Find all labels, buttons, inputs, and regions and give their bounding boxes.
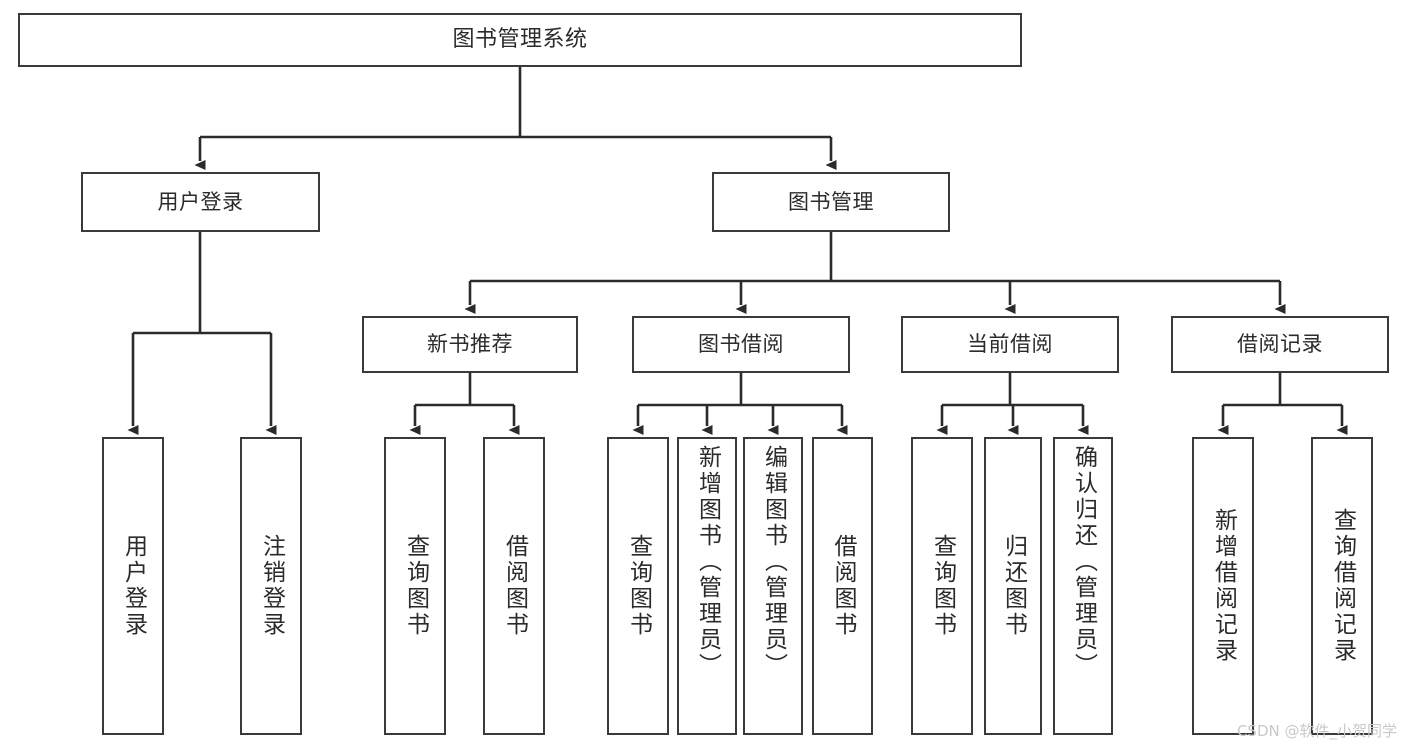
node-borrow-record-label: 借阅记录	[1237, 332, 1323, 357]
node-leaf-add-book-admin-label: 新增图书（管理员）	[694, 445, 721, 679]
node-user-login[interactable]: 用户登录	[81, 172, 320, 232]
node-book-manage[interactable]: 图书管理	[712, 172, 950, 232]
node-leaf-edit-book-admin-label: 编辑图书（管理员）	[760, 445, 787, 679]
node-leaf-query-book-borrow-label: 查询图书	[625, 534, 652, 638]
node-current-borrow[interactable]: 当前借阅	[901, 316, 1119, 373]
node-leaf-add-borrow-record[interactable]: 新增借阅记录	[1192, 437, 1254, 735]
node-leaf-borrow-book-label: 借阅图书	[830, 534, 856, 638]
node-leaf-edit-book-admin[interactable]: 编辑图书（管理员）	[743, 437, 803, 735]
node-user-login-label: 用户登录	[157, 189, 244, 214]
node-leaf-borrow-book-rec-label: 借阅图书	[501, 534, 528, 638]
node-leaf-add-borrow-record-label: 新增借阅记录	[1210, 508, 1237, 664]
node-leaf-query-book-current-label: 查询图书	[929, 534, 956, 638]
node-leaf-logout-login-label: 注销登录	[258, 534, 285, 638]
node-leaf-user-login[interactable]: 用户登录	[102, 437, 164, 735]
node-leaf-confirm-return-admin-label: 确认归还（管理员）	[1070, 445, 1097, 679]
node-leaf-query-book-current[interactable]: 查询图书	[911, 437, 973, 735]
node-leaf-return-book-label: 归还图书	[1000, 534, 1027, 638]
node-leaf-borrow-book[interactable]: 借阅图书	[812, 437, 873, 735]
node-leaf-query-book-rec-label: 查询图书	[402, 534, 429, 638]
node-book-manage-label: 图书管理	[788, 189, 874, 214]
node-leaf-user-login-label: 用户登录	[120, 534, 147, 638]
node-leaf-add-book-admin[interactable]: 新增图书（管理员）	[677, 437, 737, 735]
node-leaf-query-book-borrow[interactable]: 查询图书	[607, 437, 669, 735]
node-new-book-recommend[interactable]: 新书推荐	[362, 316, 578, 373]
node-leaf-query-book-rec[interactable]: 查询图书	[384, 437, 446, 735]
node-leaf-query-borrow-record-label: 查询借阅记录	[1329, 508, 1356, 664]
node-leaf-query-borrow-record[interactable]: 查询借阅记录	[1311, 437, 1373, 735]
node-leaf-borrow-book-rec[interactable]: 借阅图书	[483, 437, 545, 735]
node-book-borrow[interactable]: 图书借阅	[632, 316, 850, 373]
node-new-book-recommend-label: 新书推荐	[427, 332, 513, 357]
node-root-label: 图书管理系统	[452, 27, 588, 53]
node-leaf-return-book[interactable]: 归还图书	[984, 437, 1042, 735]
node-borrow-record[interactable]: 借阅记录	[1171, 316, 1389, 373]
node-leaf-logout-login[interactable]: 注销登录	[240, 437, 302, 735]
node-book-borrow-label: 图书借阅	[698, 332, 784, 357]
node-current-borrow-label: 当前借阅	[967, 332, 1053, 357]
node-leaf-confirm-return-admin[interactable]: 确认归还（管理员）	[1053, 437, 1113, 735]
node-root[interactable]: 图书管理系统	[18, 13, 1022, 67]
